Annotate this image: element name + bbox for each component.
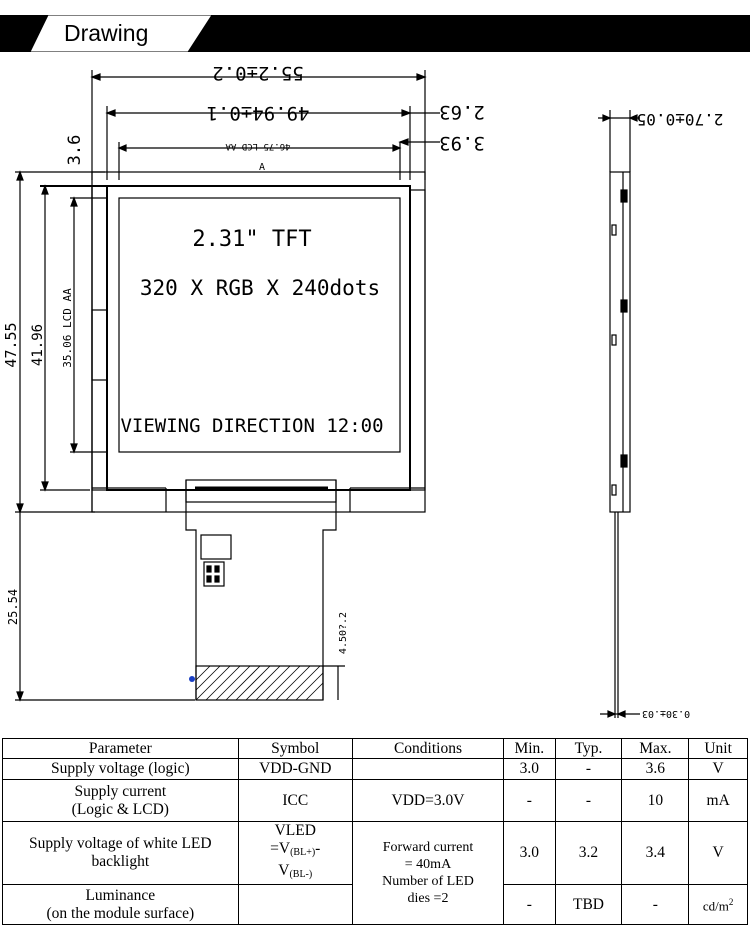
cell-symbol — [237, 884, 353, 925]
table-row: Supply voltage (logic) VDD-GND 3.0 - 3.6… — [2, 758, 748, 780]
cell-symbol-line1: VLED — [274, 822, 316, 839]
module-outline — [40, 171, 426, 701]
header-symbol: Symbol — [237, 738, 353, 759]
cell-unit: mA — [688, 779, 748, 822]
cell-parameter-line2: backlight — [91, 853, 150, 870]
dim-right-263: 2.63 — [439, 101, 485, 123]
width-dimensions — [90, 70, 440, 180]
fpc-hatch — [195, 665, 324, 701]
dim-fpc-end: 4.50?.2 — [338, 612, 349, 654]
table-row: Supply current (Logic & LCD) ICC VDD=3.0… — [2, 779, 748, 822]
cell-conditions-led: Forward current = 40mA Number of LED die… — [351, 821, 505, 925]
header-parameter: Parameter — [2, 738, 239, 759]
cell-symbol-line3: V(BL-) — [241, 862, 350, 884]
header-typ: Typ. — [554, 738, 623, 759]
cell-max: 3.4 — [621, 821, 690, 885]
height-dimensions — [15, 170, 195, 702]
cell-parameter: Luminance (on the module surface) — [2, 884, 239, 925]
cell-parameter: Supply voltage of white LED backlight — [2, 821, 239, 885]
cell-symbol: VDD-GND — [237, 758, 353, 780]
cell-conditions — [351, 758, 505, 780]
screen-text-viewing: VIEWING DIRECTION 12:00 — [120, 415, 383, 437]
dim-fpc-length: 25.54 — [6, 589, 20, 625]
cell-max: 3.6 — [621, 758, 690, 780]
dim-top-36: 3.6 — [65, 135, 85, 166]
symbol-sub-bl-plus: (BL+) — [290, 847, 316, 858]
cell-symbol: ICC — [237, 779, 353, 822]
cell-parameter-line2: (Logic & LCD) — [71, 800, 169, 818]
header-unit: Unit — [688, 738, 748, 759]
cell-min: 3.0 — [503, 758, 556, 780]
dim-thickness: 2.70±0.05 — [637, 110, 724, 129]
cell-typ: - — [554, 779, 623, 822]
table-row: Luminance (on the module surface) - TBD … — [2, 884, 748, 925]
symbol-minus: - — [315, 840, 321, 857]
header-conditions: Conditions — [351, 738, 505, 759]
cell-min: - — [503, 884, 556, 925]
table-row: Supply voltage of white LED backlight VL… — [2, 821, 748, 925]
dim-right-393: 3.93 — [439, 132, 485, 154]
pin1-marker — [189, 676, 195, 682]
cond-line1: Forward current — [382, 840, 474, 855]
cell-parameter-line2: (on the module surface) — [46, 904, 195, 922]
unit-cd: cd/m — [702, 898, 729, 914]
symbol-sub-bl-minus: (BL-) — [289, 869, 313, 880]
cell-typ: - — [554, 758, 623, 780]
cell-parameter: Supply voltage (logic) — [2, 758, 239, 780]
cell-max: - — [621, 884, 690, 925]
dim-height-active: 41.96 — [30, 324, 46, 366]
electrical-spec-table: Parameter Symbol Conditions Min. Typ. Ma… — [2, 738, 748, 925]
side-view — [598, 110, 640, 718]
cell-min: - — [503, 779, 556, 822]
cell-parameter: Supply current (Logic & LCD) — [2, 779, 239, 822]
cond-line3: Number of LED — [382, 874, 474, 889]
header-max: Max. — [621, 738, 690, 759]
symbol-prefix: =V — [270, 840, 291, 857]
section-header-tab — [29, 15, 213, 52]
cell-max: 10 — [621, 779, 690, 822]
table-header-row: Parameter Symbol Conditions Min. Typ. Ma… — [2, 738, 748, 759]
marker-a: A — [259, 162, 265, 173]
cell-typ: TBD — [554, 884, 623, 925]
screen-text-resolution: 320 X RGB X 240dots — [140, 276, 380, 300]
dim-width-active: 49.94±0.1 — [207, 102, 310, 124]
dim-height-lcd-aa: 35.06 LCD AA — [61, 288, 74, 368]
header-min: Min. — [503, 738, 556, 759]
cell-symbol: VLED =V(BL+)- V(BL-) — [237, 821, 353, 885]
cell-unit: cd/m2 — [688, 884, 748, 925]
cell-min: 3.0 — [503, 821, 556, 885]
cell-parameter-line1: Luminance — [85, 886, 156, 904]
dim-width-lcd-aa: 46.75 LCD AA — [225, 141, 291, 151]
cell-unit: V — [688, 821, 748, 885]
cell-symbol-line2: =V(BL+)- — [241, 840, 350, 862]
cell-typ: 3.2 — [554, 821, 623, 885]
symbol-v: V — [278, 862, 290, 879]
dim-height-total: 47.55 — [2, 322, 20, 367]
screen-text-size: 2.31" TFT — [192, 227, 311, 252]
cell-parameter-line1: Supply voltage of white LED — [29, 835, 212, 852]
cond-line4: dies =2 — [407, 891, 449, 906]
dim-fpc-thickness: 0.30±.03 — [642, 708, 690, 719]
section-title: Drawing — [64, 20, 149, 46]
cond-line2: = 40mA — [404, 857, 452, 872]
unit-sup: 2 — [728, 897, 734, 908]
dim-width-total: 55.2±0.2 — [212, 62, 304, 84]
cell-parameter-line1: Supply current — [74, 782, 167, 800]
cell-unit: V — [688, 758, 748, 780]
mechanical-drawing: 55.2±0.2 49.94±0.1 46.75 LCD AA A 2.63 3… — [2, 62, 724, 719]
cell-conditions: VDD=3.0V — [351, 779, 505, 822]
